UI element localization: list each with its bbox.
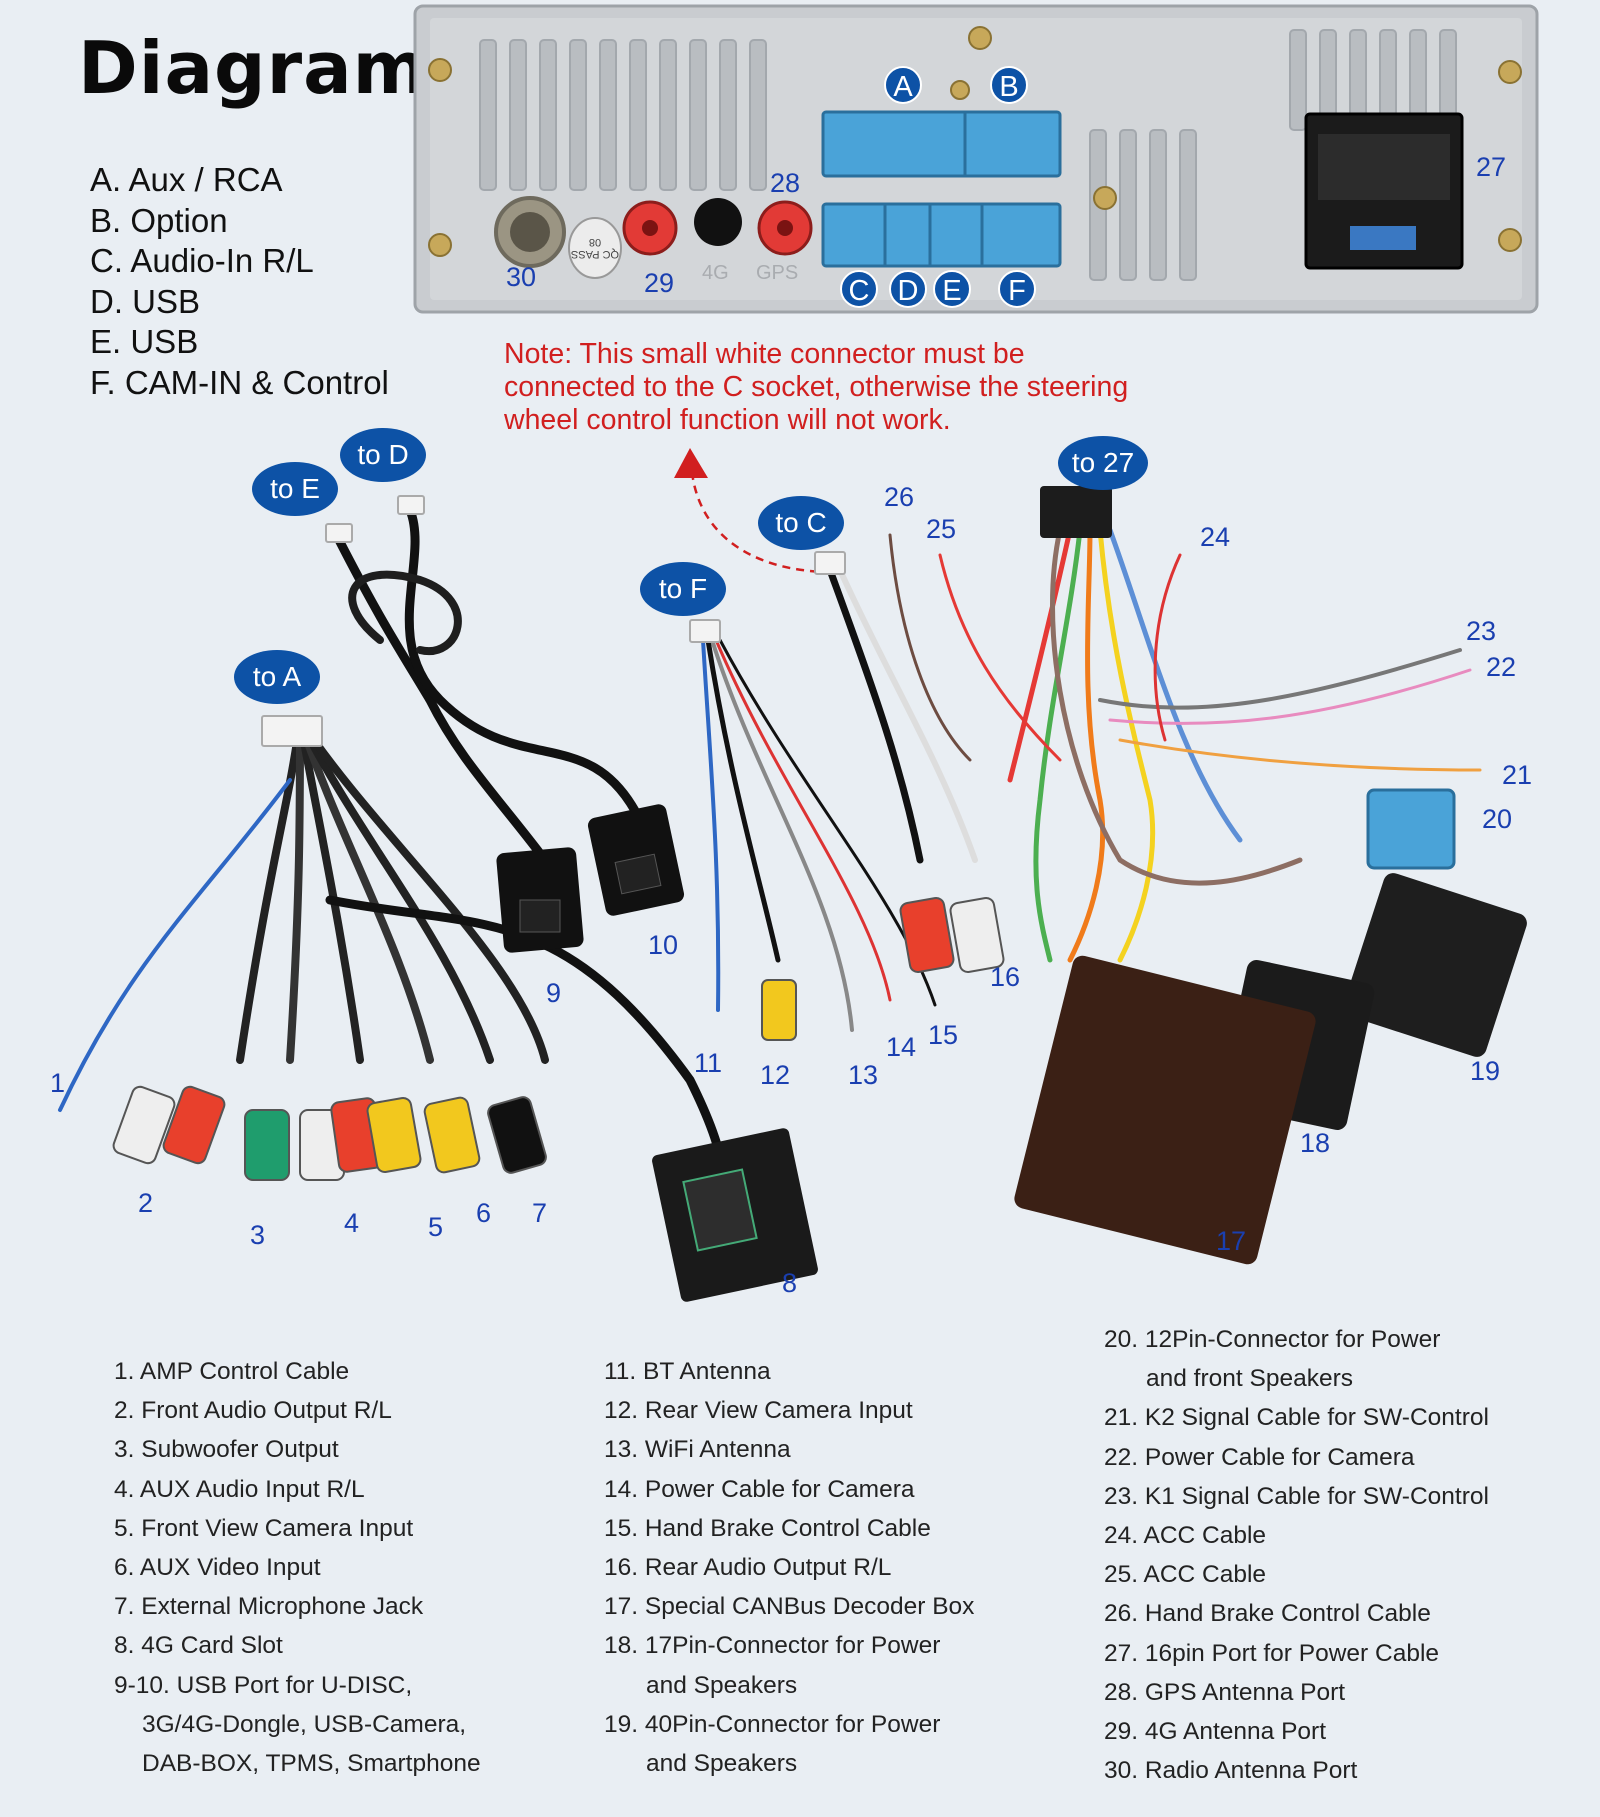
part-number-7: 7 — [532, 1198, 548, 1228]
part-number-15: 15 — [928, 1020, 959, 1050]
legend-item: 25. ACC Cable — [1104, 1561, 1267, 1589]
legend-item: 13. WiFi Antenna — [604, 1436, 791, 1464]
part-number-2: 2 — [138, 1188, 154, 1218]
part-number-19: 19 — [1470, 1056, 1501, 1086]
part-number-29: 29 — [644, 268, 675, 298]
legend-column-2: 11. BT Antenna 12. Rear View Camera Inpu… — [604, 1352, 974, 1783]
legend-item: 15. Hand Brake Control Cable — [604, 1514, 931, 1542]
part-number-20: 20 — [1482, 804, 1513, 834]
legend-item: 12. Rear View Camera Input — [604, 1397, 913, 1425]
diagram-title: Diagram — [78, 26, 429, 110]
part-number-11: 11 — [694, 1048, 723, 1078]
part-number-24: 24 — [1200, 522, 1231, 552]
part-number-1: 1 — [50, 1068, 66, 1098]
part-number-22: 22 — [1486, 652, 1517, 682]
bubble-to-d: to D — [340, 428, 426, 482]
bubble-to-27: to 27 — [1058, 436, 1148, 490]
part-number-4: 4 — [344, 1208, 360, 1238]
legend-item-continuation: and front Speakers — [1146, 1365, 1354, 1393]
legend-item: 11. BT Antenna — [604, 1358, 771, 1385]
port-label-gps: GPS — [756, 262, 799, 284]
legend-item: 26. Hand Brake Control Cable — [1104, 1600, 1431, 1628]
legend-item: 21. K2 Signal Cable for SW-Control — [1104, 1404, 1489, 1432]
legend-item: 23. K1 Signal Cable for SW-Control — [1104, 1482, 1489, 1510]
port-letter-c: C — [840, 270, 878, 308]
legend-item: 29. 4G Antenna Port — [1104, 1718, 1327, 1746]
part-number-6: 6 — [476, 1198, 492, 1228]
part-number-10: 10 — [648, 930, 679, 960]
bubble-to-e: to E — [252, 462, 338, 516]
key-item-e: E. USB — [90, 323, 199, 360]
legend-item: 24. ACC Cable — [1104, 1522, 1267, 1550]
legend-item: 27. 16pin Port for Power Cable — [1104, 1639, 1440, 1667]
legend-item: 30. Radio Antenna Port — [1104, 1757, 1358, 1785]
legend-item: 4. AUX Audio Input R/L — [114, 1475, 365, 1503]
legend-item: 2. Front Audio Output R/L — [114, 1397, 392, 1425]
legend-column-3: 20. 12Pin-Connector for Power and front … — [1104, 1320, 1489, 1790]
legend-item: 19. 40Pin-Connector for Power — [604, 1710, 941, 1738]
part-number-17: 17 — [1216, 1226, 1247, 1256]
legend-item: 3. Subwoofer Output — [114, 1436, 339, 1464]
legend-item: 22. Power Cable for Camera — [1104, 1443, 1415, 1471]
key-item-c: C. Audio-In R/L — [90, 242, 314, 279]
legend-item: 20. 12Pin-Connector for Power — [1104, 1326, 1441, 1353]
legend-item: 18. 17Pin-Connector for Power — [604, 1632, 941, 1660]
legend-item: 5. Front View Camera Input — [114, 1514, 414, 1542]
head-unit-back-panel — [413, 4, 1539, 314]
legend-column-1: 1. AMP Control Cable 2. Front Audio Outp… — [114, 1352, 481, 1783]
legend-item: 9-10. USB Port for U-DISC, — [114, 1671, 413, 1699]
bubble-to-a: to A — [234, 650, 320, 704]
legend-item: 14. Power Cable for Camera — [604, 1475, 915, 1503]
key-item-a: A. Aux / RCA — [90, 161, 283, 198]
part-number-23: 23 — [1466, 616, 1497, 646]
part-number-18: 18 — [1300, 1128, 1331, 1158]
legend-item-continuation: and Speakers — [646, 1750, 798, 1778]
legend-item-continuation: 3G/4G-Dongle, USB-Camera, — [142, 1710, 467, 1738]
part-number-26: 26 — [884, 482, 915, 512]
warning-note: Note: This small white connector must be… — [504, 338, 1129, 436]
key-item-f: F. CAM-IN & Control — [90, 363, 389, 401]
part-number-5: 5 — [428, 1212, 444, 1242]
part-number-30: 30 — [506, 262, 537, 292]
part-number-9: 9 — [546, 978, 562, 1008]
port-letter-f: F — [998, 270, 1036, 308]
part-number-25: 25 — [926, 514, 957, 544]
legend-item: 8. 4G Card Slot — [114, 1632, 283, 1660]
key-item-b: B. Option — [90, 201, 228, 239]
qc-pass-sticker: QC PASS 08 — [570, 236, 620, 260]
part-number-27: 27 — [1476, 152, 1507, 182]
legend-item-continuation: and Speakers — [646, 1671, 798, 1699]
bubble-to-f: to F — [640, 562, 726, 616]
part-number-21: 21 — [1502, 760, 1533, 790]
legend-item-continuation: DAB-BOX, TPMS, Smartphone — [142, 1750, 481, 1778]
port-letter-d: D — [889, 270, 927, 308]
port-key-list: A. Aux / RCA B. Option C. Audio-In R/L D… — [90, 160, 389, 403]
legend-item: 17. Special CANBus Decoder Box — [604, 1593, 975, 1621]
part-number-13: 13 — [848, 1060, 879, 1090]
port-letter-b: B — [990, 66, 1028, 104]
port-letter-e: E — [933, 270, 971, 308]
bubble-to-c: to C — [758, 496, 844, 550]
part-number-14: 14 — [886, 1032, 917, 1062]
port-letter-a: A — [884, 66, 922, 104]
legend-item: 1. AMP Control Cable — [114, 1358, 350, 1385]
legend-item: 6. AUX Video Input — [114, 1554, 321, 1582]
part-number-3: 3 — [250, 1220, 266, 1250]
part-number-8: 8 — [782, 1268, 798, 1298]
part-number-16: 16 — [990, 962, 1021, 992]
port-label-4g: 4G — [702, 262, 729, 284]
legend-item: 7. External Microphone Jack — [114, 1593, 424, 1621]
legend-item: 28. GPS Antenna Port — [1104, 1678, 1346, 1706]
key-item-d: D. USB — [90, 282, 201, 320]
legend-item: 16. Rear Audio Output R/L — [604, 1554, 892, 1582]
part-number-12: 12 — [760, 1060, 791, 1090]
part-number-28: 28 — [770, 168, 801, 198]
